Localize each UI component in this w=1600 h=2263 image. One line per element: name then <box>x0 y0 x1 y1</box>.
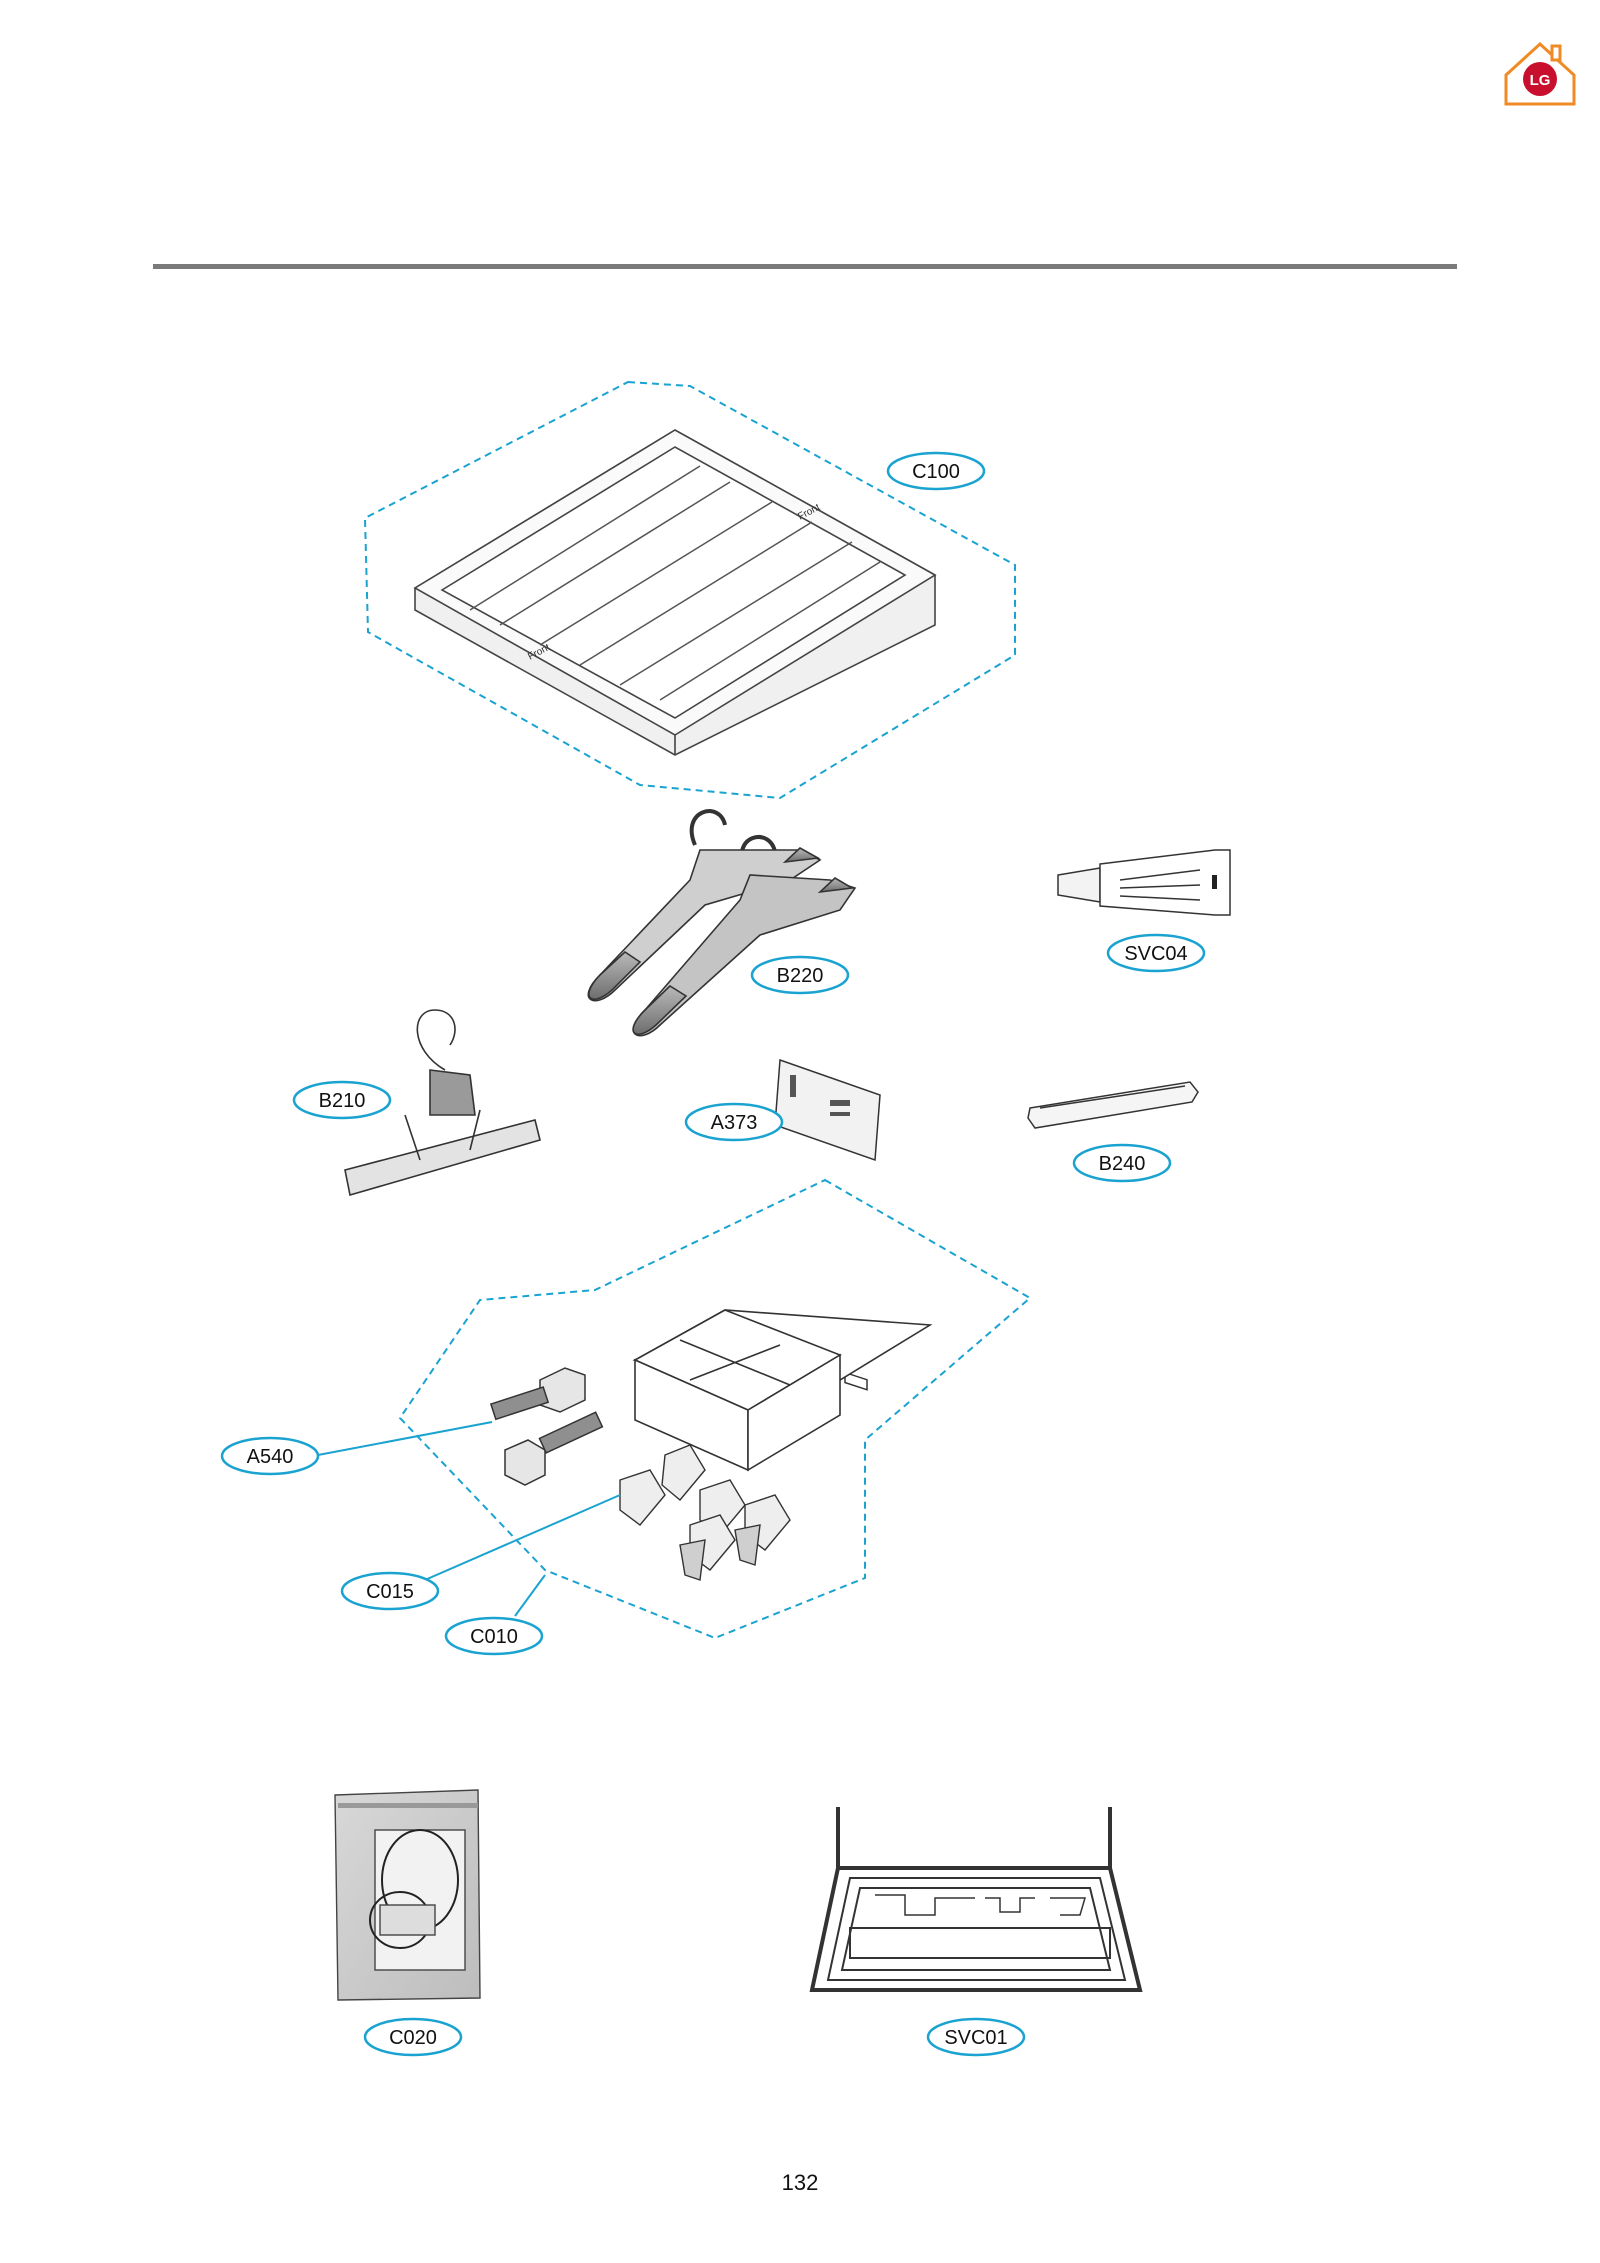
c100-dashed-outline <box>363 380 1016 800</box>
callout-c020: C020 <box>363 2017 463 2057</box>
drying-rack-c100: Front Front <box>413 429 937 756</box>
suit-hanger-b220 <box>587 809 857 1037</box>
callout-c010: C010 <box>444 1616 544 1656</box>
c015-leader-line <box>417 1494 621 1584</box>
callout-svc01: SVC01 <box>926 2017 1026 2057</box>
c010-dashed-outline <box>398 1178 1032 1640</box>
callout-a373: A373 <box>684 1102 784 1142</box>
leveling-feet-a540 <box>489 1367 604 1486</box>
callout-label-c100: C100 <box>912 461 960 483</box>
callout-label-b220: B220 <box>777 965 824 987</box>
callout-b210: B210 <box>292 1080 392 1120</box>
callout-label-b240: B240 <box>1099 1153 1146 1175</box>
header-rule <box>153 264 1457 269</box>
parts-bag-c020 <box>334 1789 481 2001</box>
shelf-bar-b240 <box>1027 1081 1199 1129</box>
callout-a540: A540 <box>220 1436 320 1476</box>
grease-tube-svc04 <box>1057 849 1231 916</box>
clips-c015 <box>619 1444 791 1581</box>
a540-leader-line <box>317 1421 493 1456</box>
callout-svc04: SVC04 <box>1106 933 1206 973</box>
callout-label-a540: A540 <box>247 1446 294 1468</box>
callout-label-svc01: SVC01 <box>944 2027 1007 2049</box>
c010-leader-line <box>514 1574 546 1617</box>
lg-home-logo: LG <box>1504 41 1576 106</box>
callout-label-c010: C010 <box>470 1626 518 1648</box>
callout-c015: C015 <box>340 1571 440 1611</box>
trouser-hanger-b210 <box>344 1009 541 1197</box>
callout-b240: B240 <box>1072 1143 1172 1183</box>
callout-label-c015: C015 <box>366 1581 414 1603</box>
lg-logo-text: LG <box>1530 72 1551 89</box>
callout-label-a373: A373 <box>711 1112 758 1134</box>
callout-label-svc04: SVC04 <box>1124 943 1187 965</box>
storage-box-c010 <box>632 1309 933 1472</box>
callout-label-c020: C020 <box>389 2027 437 2049</box>
callout-label-b210: B210 <box>319 1090 366 1112</box>
callout-c100: C100 <box>886 451 986 491</box>
callout-b220: B220 <box>750 955 850 995</box>
page-number: 132 <box>781 2170 819 2195</box>
installation-template-svc01 <box>809 1807 1143 1992</box>
